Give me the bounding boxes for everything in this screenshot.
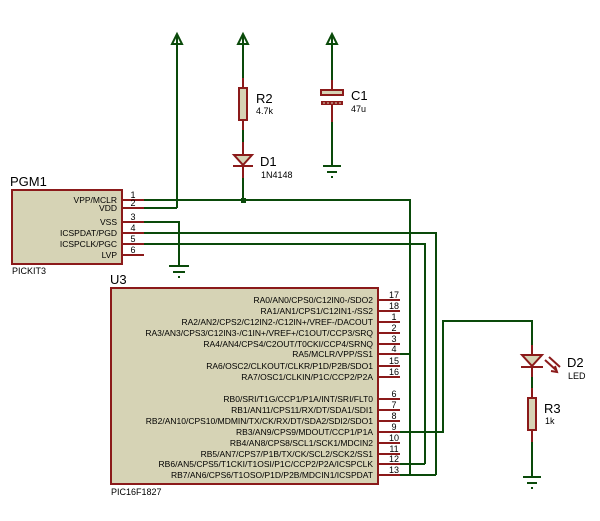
u3-pin-number: 12	[389, 454, 399, 464]
pgm1-pin: ICSPCLK/PGC 5	[60, 234, 144, 249]
u3-pin-label: RA6/OSC2/CLKOUT/CLKR/P1D/P2B/SDO1	[206, 361, 373, 371]
pgm1-pin-label: VSS	[100, 217, 117, 227]
u3-pin-label: RB4/AN8/CPS8/SCL1/SCK1/MDCIN2	[230, 438, 373, 448]
u3-pin: RB5/AN7/CPS7/P1B/TX/CK/SCL2/SCK2/SS1 11	[201, 444, 400, 459]
u3-pin-label: RB5/AN7/CPS7/P1B/TX/CK/SCL2/SCK2/SS1	[201, 449, 374, 459]
u3-pin: RA7/OSC1/CLKIN/P1C/CCP2/P2A 16	[241, 367, 400, 382]
u3-pin-number: 2	[391, 323, 396, 333]
wire-icspclk	[144, 243, 426, 464]
r2-ref: R2	[256, 91, 273, 106]
u3-pin: RA6/OSC2/CLKOUT/CLKR/P1D/P2B/SDO1 15	[206, 356, 400, 371]
led-d2[interactable]	[519, 345, 561, 388]
u3-body[interactable]	[110, 287, 379, 485]
capacitor-c1[interactable]	[320, 80, 344, 165]
r3-value: 1k	[545, 416, 555, 426]
u3-pin-number: 11	[389, 444, 398, 454]
power-terminal-1	[170, 31, 184, 208]
u3-pin-number: 7	[391, 400, 396, 410]
u3-pin-number: 1	[391, 312, 396, 322]
u3-pin-label: RA5/MCLR/VPP/SS1	[292, 349, 373, 359]
r3-ref: R3	[544, 401, 561, 416]
u3-ref: U3	[110, 272, 127, 287]
pgm1-pin: VDD 2	[99, 198, 144, 213]
r2-value: 4.7k	[256, 106, 274, 116]
u3-pin-label: RA1/AN1/CPS1/C12IN1-/SS2	[261, 306, 374, 316]
power-terminal-2	[236, 31, 250, 78]
pgm1-pin-number: 1	[130, 190, 135, 200]
d1-ref: D1	[260, 154, 277, 169]
u3-value: PIC16F1827	[111, 487, 162, 497]
u3-pin: RA0/AN0/CPS0/C12IN0-/SDO2 17	[253, 290, 400, 305]
pgm1-pin-number: 5	[130, 234, 135, 244]
d2-ref: D2	[567, 355, 584, 370]
pgm1-pin: VPP/MCLR 1	[74, 190, 144, 205]
pgm1-pin-number: 4	[130, 223, 135, 233]
u3-pin-number: 18	[389, 301, 399, 311]
pgm1-ref: PGM1	[10, 174, 47, 189]
u3-pin-label: RB7/AN6/CPS6/T1OSO/P1D/P2B/MDCIN1/ICSPDA…	[171, 470, 373, 480]
ground-symbol-c1	[323, 165, 341, 178]
u3-pin-number: 3	[391, 334, 396, 344]
pgm1-pin-number: 6	[130, 245, 135, 255]
u3-pin-label: RA4/AN4/CPS4/C2OUT/T0CKI/CCP4/SRNQ	[203, 339, 373, 349]
pgm1-body[interactable]	[11, 189, 123, 265]
pgm1-pin: ICSPDAT/PGD 4	[60, 223, 144, 238]
pgm1-pin-label: ICSPCLK/PGC	[60, 239, 117, 249]
u3-pin-number: 15	[389, 356, 399, 366]
wire-rb3-to-led	[400, 320, 533, 433]
u3-pin-label: RB3/AN9/CPS9/MDOUT/CCP1/P1A	[236, 427, 373, 437]
diode-d1[interactable]	[231, 142, 255, 200]
resistor-r2[interactable]	[238, 78, 248, 142]
ground-symbol-r3	[523, 476, 541, 489]
u3-pin-number: 10	[389, 433, 399, 443]
u3-pin-label: RA7/OSC1/CLKIN/P1C/CCP2/P2A	[241, 372, 373, 382]
c1-ref: C1	[351, 88, 368, 103]
u3-pin-label: RA3/AN3/CPS3/C12IN3-/C1IN+/VREF+/C1OUT/C…	[145, 328, 373, 338]
pgm1-pin-label: LVP	[102, 250, 118, 260]
ground-symbol-pgm	[169, 265, 189, 278]
u3-pin: RA1/AN1/CPS1/C12IN1-/SS2 18	[261, 301, 400, 316]
u3-pin-number: 9	[391, 422, 396, 432]
pgm1-pin-label: ICSPDAT/PGD	[60, 228, 117, 238]
resistor-r3[interactable]	[527, 388, 537, 476]
c1-value: 47u	[351, 104, 366, 114]
d2-value: LED	[568, 371, 586, 381]
u3-pin: RA4/AN4/CPS4/C2OUT/T0CKI/CCP4/SRNQ 3	[203, 334, 400, 349]
u3-pin-label: RB1/AN11/CPS11/RX/DT/SDA1/SDI1	[231, 405, 373, 415]
u3-pin-number: 16	[389, 367, 399, 377]
u3-pin: RB3/AN9/CPS9/MDOUT/CCP1/P1A 9	[236, 422, 400, 437]
u3-pin-number: 13	[389, 465, 399, 475]
pgm1-pin-label: VDD	[99, 203, 117, 213]
wire-icspdat	[144, 232, 437, 475]
wire-vpp-mclr	[144, 199, 411, 475]
pgm1-pin: VSS 3	[100, 212, 144, 227]
pgm1-pin-label: VPP/MCLR	[74, 195, 117, 205]
u3-pin: RB4/AN8/CPS8/SCL1/SCK1/MDCIN2 10	[230, 433, 400, 448]
wire-vss	[144, 221, 180, 265]
power-terminal-3	[325, 31, 339, 80]
u3-pin: RB7/AN6/CPS6/T1OSO/P1D/P2B/MDCIN1/ICSPDA…	[171, 465, 400, 480]
u3-pin: RA3/AN3/CPS3/C12IN3-/C1IN+/VREF+/C1OUT/C…	[145, 323, 400, 338]
u3-pin-number: 17	[389, 290, 399, 300]
u3-pin-label: RB2/AN10/CPS10/MDMIN/TX/CK/RX/DT/SDA2/SD…	[146, 416, 373, 426]
u3-pin-label: RB6/AN5/CPS5/T1CKI/T1OSI/P1C/CCP2/P2A/IC…	[159, 459, 374, 469]
u3-pin: RB2/AN10/CPS10/MDMIN/TX/CK/RX/DT/SDA2/SD…	[146, 411, 400, 426]
u3-pin-number: 4	[391, 344, 396, 354]
pgm1-value: PICKIT3	[12, 266, 46, 276]
d1-value: 1N4148	[261, 170, 293, 180]
pgm1-pin-number: 2	[130, 198, 135, 208]
pgm1-pin: LVP 6	[102, 245, 144, 260]
u3-pin: RA5/MCLR/VPP/SS1 4	[292, 344, 400, 359]
u3-pin-number: 8	[391, 411, 396, 421]
u3-pin: RB1/AN11/CPS11/RX/DT/SDA1/SDI1 7	[231, 400, 400, 415]
u3-pin: RB6/AN5/CPS5/T1CKI/T1OSI/P1C/CCP2/P2A/IC…	[159, 454, 400, 469]
u3-pin-label: RB0/SRI/T1G/CCP1/P1A/INT/SRI/FLT0	[223, 394, 373, 404]
u3-pin-label: RA0/AN0/CPS0/C12IN0-/SDO2	[253, 295, 373, 305]
u3-pin: RA2/AN2/CPS2/C12IN2-/C12IN+/VREF-/DACOUT…	[181, 312, 400, 327]
u3-pin-label: RA2/AN2/CPS2/C12IN2-/C12IN+/VREF-/DACOUT	[181, 317, 373, 327]
pgm1-pin-number: 3	[130, 212, 135, 222]
u3-pin-number: 6	[391, 389, 396, 399]
u3-pin: RB0/SRI/T1G/CCP1/P1A/INT/SRI/FLT0 6	[223, 389, 400, 404]
